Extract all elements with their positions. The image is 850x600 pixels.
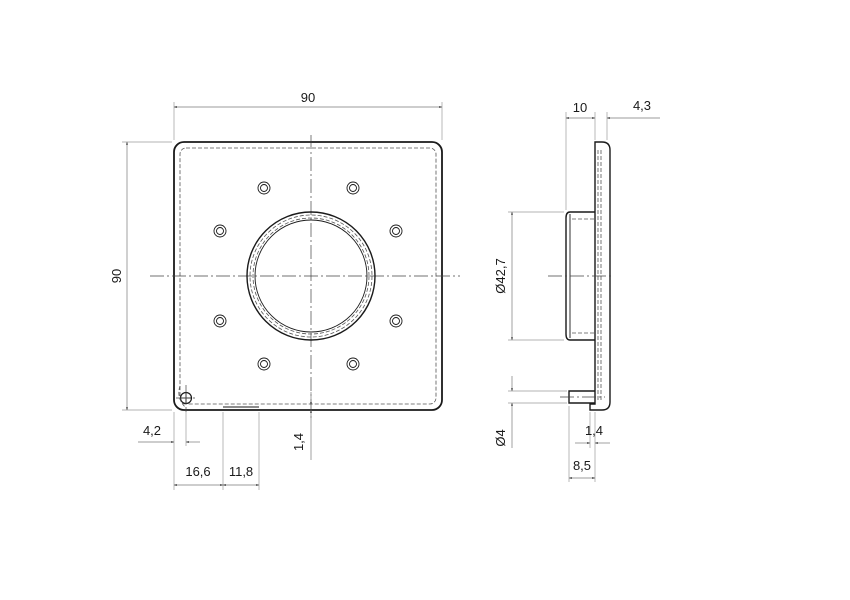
mounting-hole: [346, 357, 360, 371]
mounting-hole: [257, 357, 271, 371]
height-label: 90: [109, 269, 124, 283]
dimension-depth: 10 4,3: [565, 98, 660, 210]
dimension-boss-diameter: Ø42,7: [493, 211, 564, 341]
width-label: 90: [301, 90, 315, 105]
front-view: 90 90 4,2 16,6 11,8: [109, 90, 460, 490]
slot-width-label: 11,8: [229, 464, 253, 479]
pin-length-label: 8,5: [573, 458, 591, 473]
boss-diameter-label: Ø42,7: [493, 258, 508, 293]
mounting-hole: [389, 314, 403, 328]
rim-offset-label: 1,4: [291, 433, 306, 451]
plate-profile: [589, 141, 611, 411]
corner-pin-hole: [176, 385, 198, 412]
corner-hole-offset-label: 4,2: [143, 423, 161, 438]
dimension-pin-length: 8,5: [568, 406, 596, 482]
dimension-slot: 16,6 11,8: [173, 412, 260, 490]
mounting-hole: [213, 314, 227, 328]
slot-offset-label: 16,6: [185, 464, 210, 479]
total-depth-label: 10: [573, 100, 587, 115]
lip-label: 1,4: [585, 423, 603, 438]
pin-diameter-label: Ø4: [493, 429, 508, 446]
dimension-pin-diameter: Ø4: [493, 376, 567, 448]
dimension-rim: 1,4: [291, 392, 312, 460]
mounting-hole: [257, 181, 271, 195]
mounting-holes: [213, 181, 403, 371]
dimension-lip: 1,4: [575, 412, 610, 448]
dimension-height: 90: [109, 141, 172, 411]
central-boss: [246, 211, 376, 341]
mounting-hole: [213, 224, 227, 238]
dimension-width: 90: [173, 90, 443, 140]
side-view: 10 4,3 Ø42,7 Ø4 1,4: [493, 98, 660, 482]
mounting-hole: [346, 181, 360, 195]
mounting-hole: [389, 224, 403, 238]
dimension-corner-hole-offset: 4,2: [138, 412, 200, 490]
plate-thickness-label: 4,3: [633, 98, 651, 113]
